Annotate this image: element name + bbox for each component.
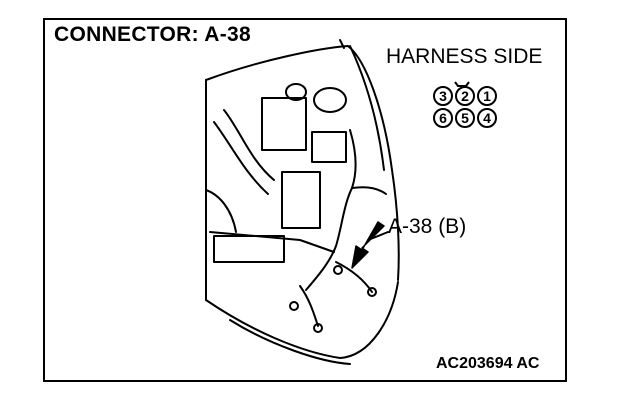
connector-arrow xyxy=(351,221,385,269)
fender-curve xyxy=(205,189,237,233)
relay-box xyxy=(311,131,347,163)
fuse-box xyxy=(281,171,321,229)
pin-4: 4 xyxy=(477,108,497,128)
pin-3: 3 xyxy=(433,86,453,106)
wiring-harness-branch xyxy=(351,186,387,195)
wire-clip-1 xyxy=(289,301,299,311)
hood-edge xyxy=(339,39,345,49)
wire-clip-4 xyxy=(333,265,343,275)
figure-code: AC203694 AC xyxy=(436,355,540,372)
pin-1: 1 xyxy=(477,86,497,106)
wiring-harness-lower xyxy=(299,285,319,327)
wire-clip-3 xyxy=(367,287,377,297)
wiring-harness-main xyxy=(305,129,357,291)
lower-module xyxy=(213,235,285,263)
diagram-frame xyxy=(43,18,567,382)
reservoir-cap-right xyxy=(313,87,347,113)
pin-6: 6 xyxy=(433,108,453,128)
pin-5: 5 xyxy=(455,108,475,128)
air-intake-hose xyxy=(223,109,275,181)
bumper-outline xyxy=(205,281,399,359)
connector-pin-diagram: 3 2 1 6 5 4 xyxy=(433,86,499,130)
pin-2: 2 xyxy=(455,86,475,106)
air-intake-hose-2 xyxy=(213,121,269,195)
battery xyxy=(261,97,307,151)
hood-inner-edge xyxy=(349,45,385,171)
hood-outline xyxy=(205,45,400,281)
reservoir-cap-left xyxy=(285,83,307,101)
wire-clip-2 xyxy=(313,323,323,333)
bumper-lower xyxy=(229,319,351,365)
connector-title: CONNECTOR: A-38 xyxy=(54,23,252,46)
radiator-support xyxy=(209,231,335,253)
connector-callout-label: A-38 (B) xyxy=(388,215,467,238)
harness-side-label: HARNESS SIDE xyxy=(386,45,543,68)
